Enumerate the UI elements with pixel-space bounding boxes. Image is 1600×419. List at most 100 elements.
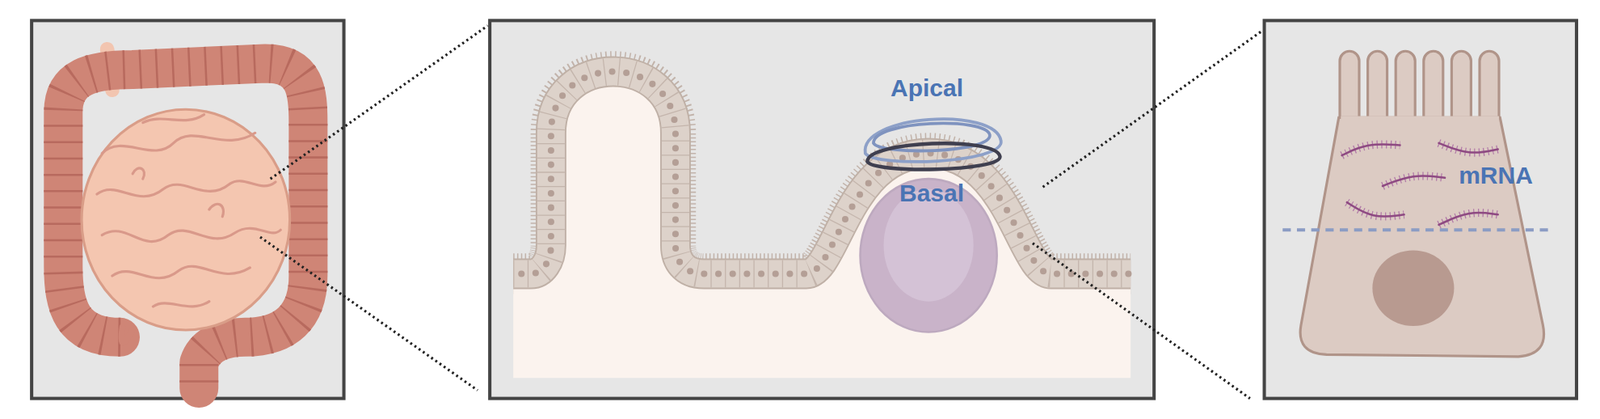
cell-nuclei-part [786, 270, 793, 278]
intestine-illustration-part-part [101, 132, 255, 153]
panel-frames-part [1264, 20, 1577, 398]
cell-nuclei-part [672, 216, 679, 224]
cell-nuclei-part [700, 270, 708, 278]
cell-nuclei-part [547, 204, 555, 211]
cell-nuclei-part [659, 90, 666, 97]
enterocyte-cell [1282, 50, 1554, 357]
cell-nuclei-part [1040, 267, 1047, 274]
intestine-illustration-part-part [209, 203, 224, 217]
intestine-illustration-part [121, 326, 133, 343]
cell-nuclei-part [988, 182, 995, 190]
mrna-strands-part [1438, 212, 1498, 225]
mrna-strands-part [1438, 143, 1498, 153]
panel-frames-part [489, 20, 1154, 398]
zoom-leader-lines-part [260, 236, 478, 390]
enterocyte-cell-part [1282, 227, 1554, 232]
intestine-illustration-part [63, 63, 308, 388]
cell-nuclei-part [1030, 256, 1037, 264]
cell-nuclei-part [609, 67, 616, 75]
cell-nuclei-part [672, 130, 679, 137]
cell-nuclei-part [729, 270, 737, 278]
cell-nuclei-part [648, 80, 656, 88]
cell-nuclei-part [532, 269, 539, 277]
cell-nuclei-part [821, 253, 829, 261]
cell-nuclei-part [547, 147, 555, 154]
cell-nuclei-part [842, 215, 849, 223]
mrna-strands-part [1382, 175, 1445, 186]
panel-frames-part [31, 20, 344, 398]
region-label: Basal [899, 179, 965, 207]
mrna-strands-part [1438, 143, 1498, 153]
villus-tissue-part [865, 118, 1002, 162]
cell-nuclei-part [672, 173, 679, 181]
cell-nuclei-part [686, 267, 694, 274]
cell-nuclei-part [672, 230, 679, 237]
mrna-strands-part [1347, 202, 1405, 216]
molecule-label: mRNA [1458, 161, 1533, 190]
cell-nuclei-part [996, 194, 1003, 202]
cell-nuclei-part [548, 118, 556, 126]
cell-nuclei-part [672, 144, 679, 152]
cell-nuclei-part [743, 270, 750, 278]
cell-nuclei-part [623, 69, 630, 76]
cell-nuclei-part [849, 202, 856, 210]
cell-nuclei-part [672, 244, 679, 252]
cell-nuclei-part [672, 202, 679, 209]
cell-nuclei-part [1096, 270, 1104, 278]
cell-nuclei-part [551, 105, 559, 112]
villus-tissue-part [513, 71, 1131, 274]
cell-nuclei-part [1010, 218, 1017, 226]
cell-nuclei-part [978, 172, 986, 179]
cell-nuclei-part [1003, 206, 1011, 214]
cell-nuclei-part [1124, 270, 1132, 278]
region-label: Apical [890, 74, 964, 102]
cell-nuclei-part [547, 132, 555, 139]
mrna-strands-part [1382, 175, 1445, 186]
cell-nuclei-part [568, 81, 576, 89]
cell-nuclei-part [865, 179, 872, 186]
cell-nuclei-part [670, 116, 678, 123]
cell-nuclei-part [672, 187, 679, 194]
enterocyte-cell-part [1372, 250, 1454, 326]
mrna-strands-part [1438, 212, 1498, 225]
cell-nuclei-part [581, 74, 588, 81]
intestine-illustration-part [96, 114, 281, 307]
intestine-illustration-part [81, 109, 291, 330]
villus-tissue-part [867, 143, 1000, 169]
cell-nuclei [517, 67, 1132, 277]
mrna-strands-part [1342, 143, 1401, 156]
cell-nuclei-part [636, 73, 644, 80]
panel-frames [31, 20, 1577, 398]
cell-nuclei-part [875, 169, 882, 177]
zoom-leader-lines-part [1043, 30, 1263, 187]
cell-nuclei-part [547, 161, 555, 169]
cell-nuclei-part [772, 270, 779, 278]
mrna-strands-part [1342, 143, 1401, 156]
cell-nuclei-part [547, 247, 554, 254]
intestine-illustration-part-part [132, 168, 144, 179]
cell-nuclei-part [547, 232, 555, 240]
cell-nuclei-part [517, 270, 525, 278]
villus-tissue-part [513, 71, 1131, 274]
zoom-leader-lines-part [1032, 243, 1251, 399]
cell-nuclei-part [941, 151, 948, 159]
cell-nuclei-part [715, 270, 722, 278]
cell-nuclei-part [1023, 244, 1030, 252]
villus-tissue-part [513, 71, 1131, 274]
cell-nuclei-part [543, 260, 550, 267]
villus-tissue-part [513, 71, 1131, 379]
intestine-illustration-part-part [96, 181, 276, 197]
cell-nuclei-part [1016, 231, 1024, 239]
cell-nuclei-part [666, 102, 674, 110]
cell-nuclei-part [856, 191, 864, 198]
zoom-leader-lines-part [270, 25, 489, 179]
intestine-illustration-part-part [101, 227, 281, 241]
mrna-strands-part [1347, 202, 1405, 216]
intestine-illustration-part-part [143, 114, 205, 123]
cell-nuclei-part [547, 175, 555, 182]
cell-nuclei-part [1111, 270, 1118, 278]
cell-nuclei-part [676, 258, 683, 266]
zoom-leader-lines [260, 25, 1263, 399]
